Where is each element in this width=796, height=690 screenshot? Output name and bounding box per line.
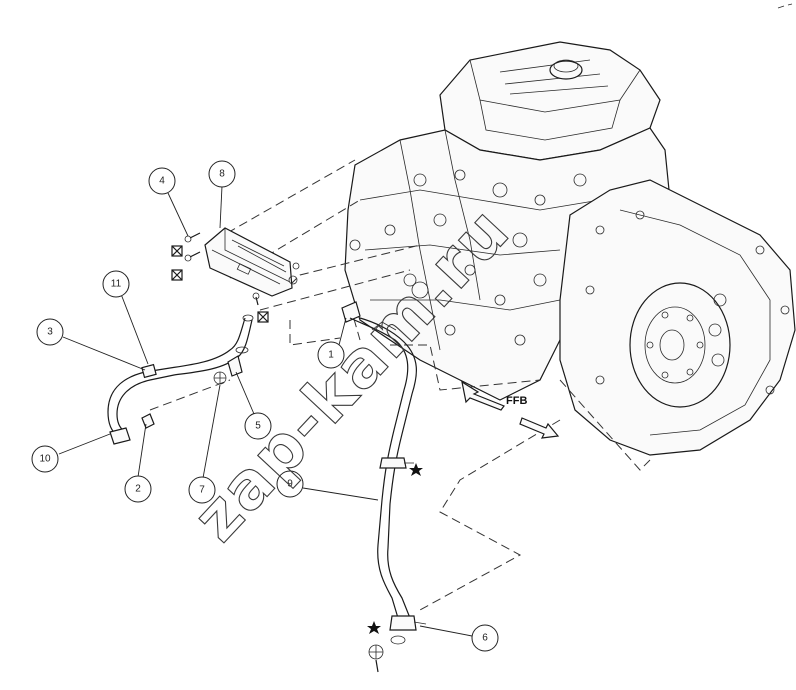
callout-1: 1 [317, 341, 345, 369]
svg-text:9: 9 [287, 479, 293, 490]
svg-text:1: 1 [328, 350, 334, 361]
direction-arrow [461, 380, 560, 439]
callout-11: 11 [102, 270, 130, 298]
oil-cooler-assembly [184, 227, 300, 306]
corner-mark [777, 3, 793, 9]
svg-text:10: 10 [39, 454, 51, 465]
callout-4: 4 [148, 167, 176, 195]
torque-spec-markers [171, 245, 269, 323]
callout-7: 7 [188, 476, 216, 504]
svg-text:4: 4 [159, 176, 165, 187]
callout-9: 9 [276, 470, 304, 498]
svg-text:8: 8 [219, 169, 225, 180]
assembly-guide-lines [149, 159, 561, 611]
engine-block [344, 41, 796, 471]
svg-text:5: 5 [255, 421, 261, 432]
dipstick-tube-assembly [341, 301, 427, 673]
svg-text:6: 6 [482, 633, 488, 644]
svg-text:7: 7 [199, 485, 205, 496]
svg-text:3: 3 [47, 327, 53, 338]
callout-2: 2 [124, 475, 152, 503]
callout-6: 6 [471, 624, 499, 652]
callout-8: 8 [208, 160, 236, 188]
callout-5: 5 [244, 412, 272, 440]
callout-3: 3 [36, 318, 64, 346]
callout-leaders [58, 185, 473, 637]
star-markers [367, 463, 423, 634]
svg-text:2: 2 [135, 484, 141, 495]
oil-hose-assembly [107, 314, 254, 445]
direction-label: FFB [506, 395, 527, 407]
callout-10: 10 [31, 445, 59, 473]
svg-text:11: 11 [111, 279, 122, 290]
